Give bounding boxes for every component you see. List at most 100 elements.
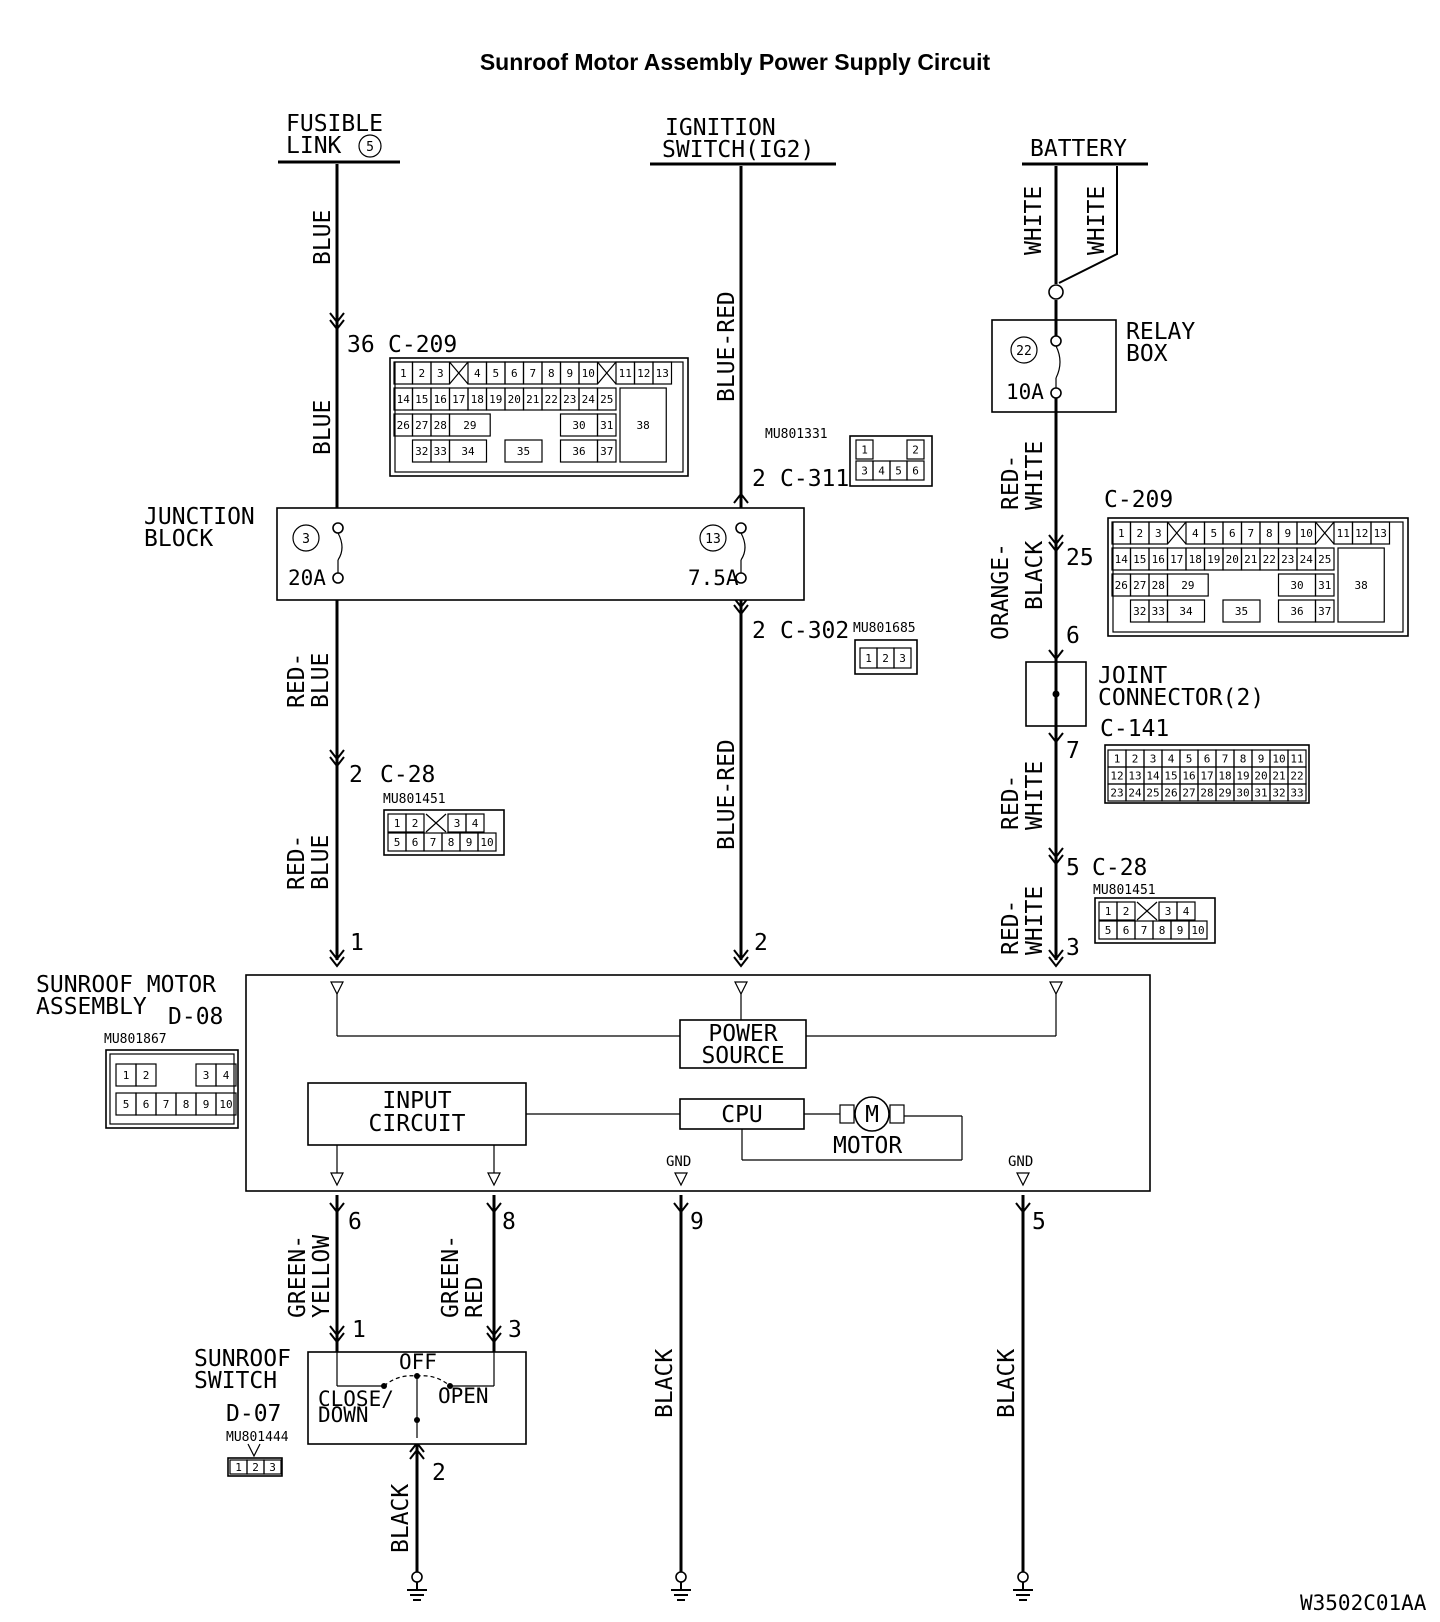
blank-cavity-mark bbox=[449, 361, 469, 385]
connector-pin-number: 18 bbox=[471, 393, 484, 406]
connector-pin-number: 21 bbox=[526, 393, 539, 406]
c209-left-pin: 36 bbox=[347, 332, 375, 358]
connector-pin-number: 19 bbox=[1236, 770, 1249, 783]
connector-pin-number: 36 bbox=[572, 445, 585, 458]
connector-cavity bbox=[1314, 547, 1335, 571]
c141-name: C-141 bbox=[1100, 716, 1169, 742]
motor-pin-9: 9 bbox=[690, 1209, 704, 1235]
gnd-label-2: GND bbox=[1008, 1154, 1033, 1170]
input-circuit-label-2: CIRCUIT bbox=[369, 1111, 466, 1137]
connector-pin-number: 18 bbox=[1218, 770, 1231, 783]
joint-connector: JOINT CONNECTOR(2) C-141 bbox=[1025, 661, 1264, 742]
wire-label-blue-red-lower: BLUE-RED bbox=[714, 739, 740, 850]
fusible-link-number: 5 bbox=[366, 140, 374, 155]
connector-pin-number: 4 bbox=[1183, 905, 1190, 918]
connector-cavity bbox=[448, 439, 488, 463]
connector-pin-number: 6 bbox=[1123, 924, 1130, 937]
connector-cavity bbox=[596, 439, 617, 463]
connector-pin-number: 3 bbox=[899, 652, 906, 665]
connector-pin-number: 1 bbox=[865, 652, 872, 665]
connector-cavity bbox=[215, 1092, 237, 1116]
blank-cavity-mark bbox=[597, 361, 617, 385]
connector-pin-number: 10 bbox=[219, 1098, 232, 1111]
fuse-13-amp: 7.5A bbox=[688, 566, 739, 590]
connector-pin-number: 16 bbox=[1152, 553, 1165, 566]
motor-pin-2: 2 bbox=[754, 930, 768, 956]
connector-pin-number: 32 bbox=[1133, 605, 1146, 618]
connector-pin-number: 13 bbox=[656, 367, 669, 380]
connector-pin-number: 25 bbox=[1146, 787, 1159, 800]
wire-label-blue-upper: BLUE bbox=[310, 210, 336, 265]
connector-pin-number: 5 bbox=[1105, 924, 1112, 937]
relay-box-label-2: BOX bbox=[1126, 341, 1168, 367]
connector-pin-number: 4 bbox=[1192, 527, 1199, 540]
connector-pin-number: 12 bbox=[637, 367, 650, 380]
power-source-label-2: SOURCE bbox=[701, 1043, 784, 1069]
wire-label-orange: ORANGE- bbox=[988, 543, 1014, 640]
connector-cavity bbox=[1296, 521, 1317, 545]
connector-cavity bbox=[1166, 599, 1206, 623]
connector-pin-number: 33 bbox=[1152, 605, 1165, 618]
junction-block-label-1: JUNCTION bbox=[144, 504, 255, 530]
relay-fuse-number: 22 bbox=[1016, 344, 1032, 359]
lower-wires: 6 GREEN- YELLOW 1 8 GREEN- RED 3 9 BLACK… bbox=[285, 1195, 1046, 1572]
wire-label-red-white-b2: WHITE bbox=[1022, 761, 1048, 830]
motor-pin-1: 1 bbox=[350, 930, 364, 956]
connector-pin-number: 30 bbox=[1290, 579, 1303, 592]
connector-pin-number: 22 bbox=[1263, 553, 1276, 566]
connector-pin-number: 16 bbox=[1182, 770, 1195, 783]
joint-connector-label-2: CONNECTOR(2) bbox=[1098, 685, 1264, 711]
connector-cavity bbox=[855, 439, 874, 460]
connector-pin-number: 1 bbox=[235, 1461, 242, 1474]
connector-pin-number: 3 bbox=[203, 1069, 210, 1082]
fuse-13-number: 13 bbox=[705, 532, 721, 547]
c28-left-part-number: MU801451 bbox=[383, 792, 446, 807]
connector-cavity bbox=[1222, 599, 1261, 623]
c302-pin: 2 bbox=[752, 618, 766, 644]
connector-pin-number: 2 bbox=[1136, 527, 1143, 540]
connector-pin-number: 1 bbox=[123, 1069, 130, 1082]
connector-pin-number: 29 bbox=[1218, 787, 1231, 800]
connector-cavity bbox=[1314, 573, 1335, 597]
connector-pin-number: 28 bbox=[1152, 579, 1165, 592]
connector-cavity bbox=[906, 439, 925, 460]
connector-pin-number: 21 bbox=[1244, 553, 1257, 566]
connector-cavity bbox=[1188, 920, 1208, 940]
wire-label-black-5: BLACK bbox=[994, 1349, 1020, 1418]
connector-pin-number: 27 bbox=[1133, 579, 1146, 592]
ground-icon bbox=[671, 1571, 691, 1601]
connector-pin-number: 3 bbox=[269, 1461, 276, 1474]
connector-pin-number: 21 bbox=[1272, 770, 1285, 783]
connector-cavity bbox=[504, 439, 543, 463]
connector-pin-number: 12 bbox=[1355, 527, 1368, 540]
connector-pin-number: 7 bbox=[1222, 753, 1229, 766]
connector-cavity bbox=[1314, 599, 1335, 623]
connector-pin-number: 8 bbox=[548, 367, 555, 380]
connector-pin-number: 15 bbox=[415, 393, 428, 406]
connector-pin-number: 12 bbox=[1110, 770, 1123, 783]
c28-left-name: C-28 bbox=[380, 762, 435, 788]
connector-pin-number: 7 bbox=[529, 367, 536, 380]
wire-label-blue-2: BLUE bbox=[308, 653, 334, 708]
connector-pin-number: 1 bbox=[394, 817, 401, 830]
connector-pin-number: 2 bbox=[1132, 753, 1139, 766]
connector-pin-number: 24 bbox=[1128, 787, 1142, 800]
connector-cavity bbox=[619, 387, 667, 463]
junction-block-label-2: BLOCK bbox=[144, 526, 213, 552]
connector-cavity bbox=[596, 413, 617, 437]
c311-part-number: MU801331 bbox=[765, 427, 828, 442]
connector-pin-number: 9 bbox=[203, 1098, 210, 1111]
connector-cavity bbox=[1116, 901, 1136, 921]
connector-pin-number: 3 bbox=[1150, 753, 1157, 766]
fusible-link-header: FUSIBLE LINK 5 bbox=[278, 111, 400, 164]
connector-pin-number: 1 bbox=[400, 367, 407, 380]
c302-part-number: MU801685 bbox=[853, 621, 916, 636]
connector-pin-number: 8 bbox=[448, 836, 455, 849]
connector-cavity bbox=[1370, 521, 1391, 545]
wire-label-red-white-c1: RED- bbox=[998, 900, 1024, 955]
